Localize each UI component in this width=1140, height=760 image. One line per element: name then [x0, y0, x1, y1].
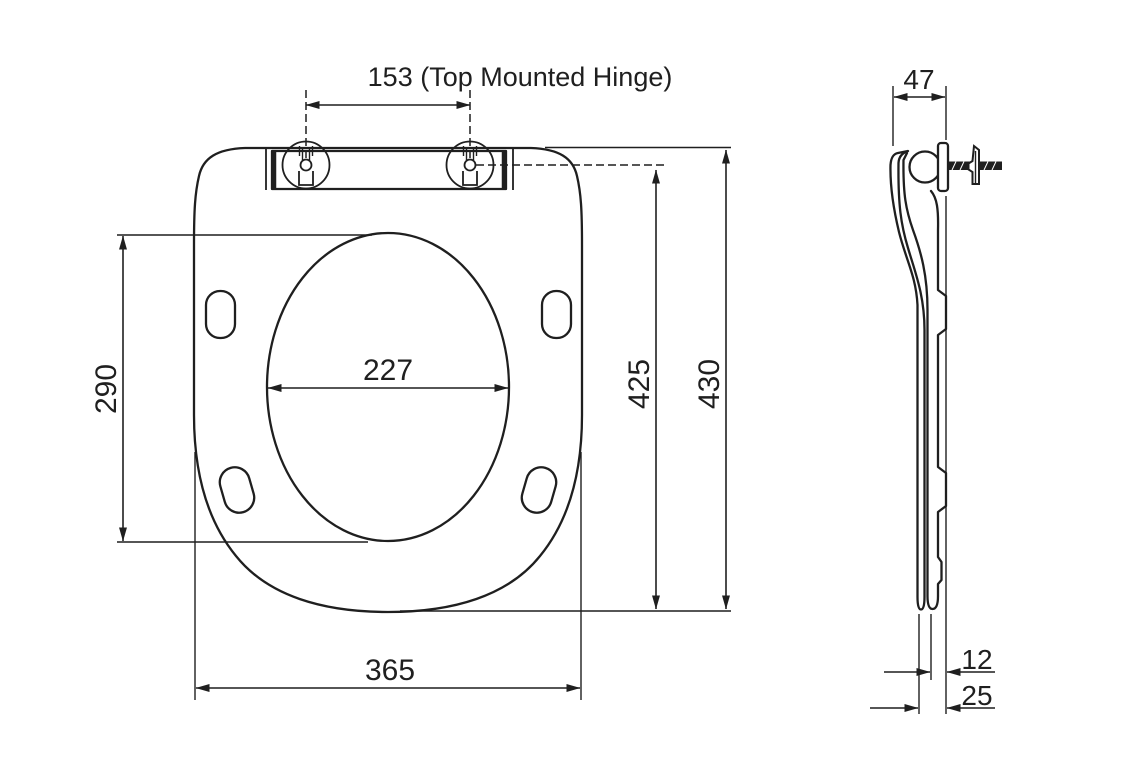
dim-label-bowl-length: 290 — [90, 364, 123, 414]
cutout-lower-right — [520, 466, 558, 514]
dim-label-hinge-depth: 47 — [903, 64, 934, 95]
hinge-left-pin-top — [298, 146, 314, 160]
hinge-right-bracket — [462, 171, 478, 186]
dimension-bowl-length: 290 — [90, 234, 372, 543]
cutout-upper-left — [204, 289, 237, 340]
side-hinge-washer — [936, 141, 950, 193]
side-hinge-bolt — [948, 144, 1002, 185]
dimension-bowl-width: 227 — [267, 354, 509, 392]
dimension-overall-width: 365 — [194, 452, 582, 700]
dim-label-seat-thickness: 12 — [961, 644, 992, 675]
dim-label-hinge-spacing: 153 (Top Mounted Hinge) — [368, 62, 673, 92]
dim-label-overall-length: 430 — [693, 359, 726, 409]
dimension-seat-thickness: 12 — [884, 644, 995, 676]
dimension-hinge-spacing: 153 (Top Mounted Hinge) — [305, 62, 673, 109]
side-view: 47 12 25 — [870, 64, 1002, 714]
side-profile-lid — [889, 149, 926, 611]
bolt-wing-nut — [967, 144, 980, 185]
side-profile-ring — [902, 151, 948, 611]
dim-label-bowl-width: 227 — [363, 354, 413, 387]
cutout-lower-left — [218, 466, 256, 514]
bowl-opening — [265, 231, 511, 543]
dimension-hinge-to-front: 425 — [623, 169, 660, 610]
dim-label-overall-width: 365 — [365, 654, 415, 687]
hinge-left-bolt — [299, 158, 313, 172]
dimension-overall-length: 430 — [693, 149, 730, 610]
dim-label-overall-thickness: 25 — [961, 680, 992, 711]
hinge-right-pin-top — [462, 146, 478, 160]
seat-outline — [192, 146, 584, 614]
hinge-right-bolt — [463, 158, 477, 172]
front-view: 153 (Top Mounted Hinge) 227 290 425 430 — [90, 62, 731, 700]
dimension-overall-thickness: 25 — [870, 680, 995, 712]
side-hinge-knob — [908, 150, 942, 184]
cutout-upper-right — [540, 289, 573, 340]
hinge-left-bracket — [298, 171, 314, 186]
dim-label-hinge-to-front: 425 — [623, 359, 656, 409]
dimension-hinge-depth: 47 — [892, 64, 947, 146]
